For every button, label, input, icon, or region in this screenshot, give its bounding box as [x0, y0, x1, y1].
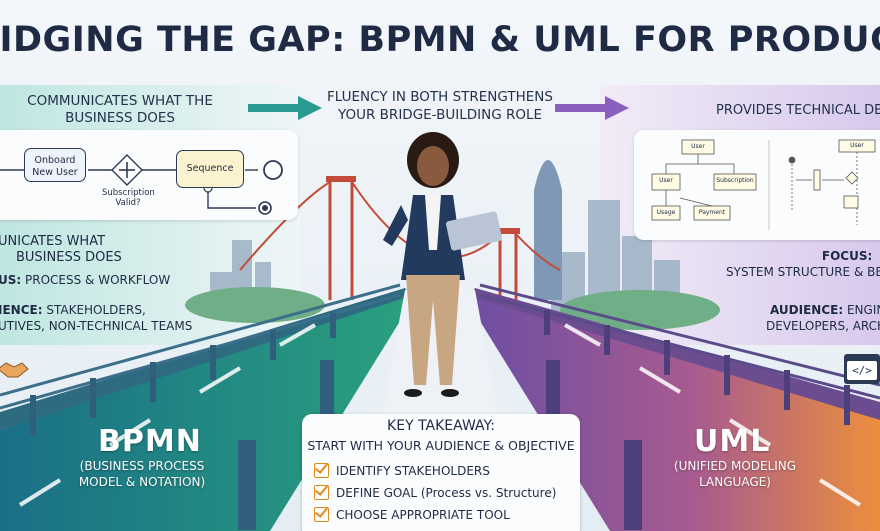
bpmn-subtitle-2: MODEL & NOTATION)	[78, 475, 206, 489]
handshake-icon	[0, 355, 30, 381]
product-manager-figure	[383, 132, 502, 397]
left-audience-value: STAKEHOLDERS,	[46, 303, 146, 317]
check-icon	[314, 463, 329, 478]
uml-class-subscription: Subscription	[716, 177, 754, 184]
uml-diagram-panel: User User User Subscription Usage Paymen…	[634, 130, 880, 240]
bpmn-diagram-lines	[0, 154, 283, 215]
takeaway-item-label: DEFINE GOAL (Process vs. Structure)	[336, 486, 557, 500]
uml-class-usage: Usage	[656, 209, 676, 216]
left-focus: US: PROCESS & WORKFLOW	[0, 272, 170, 288]
left-focus-value: PROCESS & WORKFLOW	[25, 273, 171, 287]
uml-caption: PROVIDES TECHNICAL DETAIL	[716, 103, 880, 118]
takeaway-title: KEY TAKEAWAY:	[387, 418, 495, 434]
left-communicates: UNICATES WHAT BUSINESS DOES	[0, 234, 122, 266]
bpmn-caption: COMMUNICATES WHAT THE BUSINESS DOES	[27, 93, 213, 126]
arrow-right-icon	[555, 96, 629, 120]
right-focus: FOCUS: SYSTEM STRUCTURE & BEHA	[726, 248, 880, 280]
right-audience-value-2: DEVELOPERS, ARCHITE	[766, 319, 880, 333]
uml-class-payment: Payment	[698, 209, 726, 216]
left-communicates-line2: BUSINESS DOES	[16, 250, 122, 265]
takeaway-item-label: CHOOSE APPROPRIATE TOOL	[336, 508, 510, 522]
onboard-task: Onboard New User	[24, 148, 86, 182]
right-focus-key: FOCUS:	[821, 249, 873, 263]
sequence-task: Sequence	[176, 150, 244, 188]
arrow-right-icon	[248, 96, 322, 120]
uml-label: UML	[694, 424, 771, 459]
left-audience-value-2: UTIVES, NON-TECHNICAL TEAMS	[0, 319, 193, 333]
bpmn-subtitle: (BUSINESS PROCESS MODEL & NOTATION)	[62, 458, 222, 490]
uml-sequence-user: User	[850, 142, 864, 149]
page-title: RIDGING THE GAP: BPMN & UML FOR PRODUCT …	[0, 20, 880, 60]
left-communicates-line1: UNICATES WHAT	[0, 234, 106, 249]
key-takeaway-panel: KEY TAKEAWAY: START WITH YOUR AUDIENCE &…	[302, 414, 580, 531]
bpmn-subtitle-1: (BUSINESS PROCESS	[79, 459, 205, 473]
takeaway-item: DEFINE GOAL (Process vs. Structure)	[314, 485, 557, 500]
check-icon	[314, 507, 329, 522]
code-icon: </>	[844, 354, 880, 384]
right-audience-key: AUDIENCE:	[770, 303, 844, 317]
uml-subtitle: (UNIFIED MODELING LANGUAGE)	[660, 458, 810, 490]
bpmn-diagram-panel: Onboard New User Subscription Valid? Seq…	[0, 130, 298, 220]
right-audience: AUDIENCE: ENGINE DEVELOPERS, ARCHITE	[766, 302, 880, 334]
takeaway-item: CHOOSE APPROPRIATE TOOL	[314, 507, 510, 522]
right-focus-value: SYSTEM STRUCTURE & BEHA	[726, 265, 880, 279]
left-audience: IENCE: STAKEHOLDERS, UTIVES, NON-TECHNIC…	[0, 302, 192, 334]
left-focus-key: US:	[0, 273, 22, 287]
takeaway-item: IDENTIFY STAKEHOLDERS	[314, 463, 490, 478]
takeaway-subtitle: START WITH YOUR AUDIENCE & OBJECTIVE	[307, 438, 575, 453]
onboard-task-label: Onboard New User	[32, 155, 78, 178]
uml-class-user-2: User	[659, 177, 673, 184]
uml-subtitle-1: (UNIFIED MODELING	[673, 459, 797, 473]
left-audience-key: IENCE:	[0, 303, 43, 317]
takeaway-item-label: IDENTIFY STAKEHOLDERS	[336, 464, 490, 478]
uml-class-user: User	[691, 143, 705, 150]
right-audience-value: ENGINE	[846, 303, 880, 317]
check-icon	[314, 485, 329, 500]
uml-subtitle-2: LANGUAGE)	[699, 475, 771, 489]
bpmn-label: BPMN	[98, 424, 202, 459]
sequence-task-label: Sequence	[186, 163, 234, 174]
uml-diagram-lines	[651, 139, 876, 230]
center-caption: FLUENCY IN BOTH STRENGTHENS YOUR BRIDGE-…	[327, 89, 553, 123]
code-icon-label: </>	[847, 361, 877, 380]
gateway-label: Subscription Valid?	[102, 188, 155, 208]
